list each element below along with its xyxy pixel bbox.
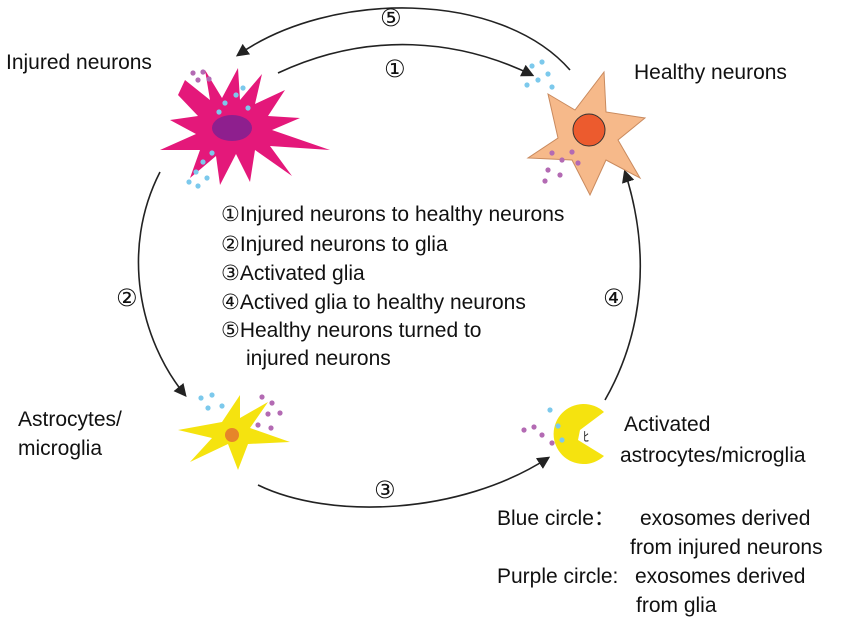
purple-exosome-dot xyxy=(259,394,265,400)
purple-circle-label: Purple circle: xyxy=(497,565,619,588)
purple-exosome-dot xyxy=(542,178,548,184)
purple-exosome-dot xyxy=(190,70,196,76)
activated-glia-inclusion-icon: ﾋ xyxy=(583,430,590,445)
purple-exosome-dot xyxy=(559,157,565,163)
activated-glia-cell: ﾋ xyxy=(553,404,604,464)
purple-exosome-dot xyxy=(531,424,537,430)
blue-exosome-dot xyxy=(209,392,215,398)
activated-glia-label-line1: Activated xyxy=(624,413,711,436)
blue-exosome-dot xyxy=(547,407,553,413)
glia-cell xyxy=(178,395,290,470)
blue-exosome-dot xyxy=(240,85,246,91)
purple-exosome-dot xyxy=(575,160,581,166)
purple-exosome-dot xyxy=(268,425,274,431)
purple-exosome-dot xyxy=(255,422,261,428)
purple-exosome-dot xyxy=(200,69,206,75)
blue-exosome-dot xyxy=(209,150,215,156)
purple-exosome-dot xyxy=(195,77,201,83)
injured-neuron-cell xyxy=(160,68,330,185)
blue-exosome-dot xyxy=(216,109,222,115)
purple-exosome-dot xyxy=(549,440,555,446)
activated-glia-label-line2: astrocytes/microglia xyxy=(620,444,806,467)
legend-step-1: ①Injured neurons to healthy neurons xyxy=(221,203,565,226)
healthy-neuron-cell xyxy=(526,70,647,197)
step-3-marker: ③ xyxy=(374,476,396,504)
blue-exosome-dot xyxy=(549,84,555,90)
activated-glia-body xyxy=(553,404,604,464)
blue-exosome-dot xyxy=(524,82,530,88)
blue-exosome-dot xyxy=(529,63,535,69)
blue-exosome-dot xyxy=(559,437,565,443)
blue-exosome-dot xyxy=(198,395,204,401)
glia-nucleus xyxy=(225,428,239,442)
arrow-step-1 xyxy=(277,43,535,77)
blue-exosome-dot xyxy=(193,169,199,175)
purple-exosome-dot xyxy=(557,172,563,178)
blue-exosome-dot xyxy=(205,405,211,411)
exosome-dots xyxy=(186,59,581,446)
blue-exosome-dot xyxy=(195,183,201,189)
arrow-step-2 xyxy=(137,171,187,397)
blue-exosome-dot xyxy=(545,71,551,77)
blue-exosome-dot xyxy=(222,100,228,106)
purple-exosome-dot xyxy=(269,400,275,406)
blue-exosome-dot xyxy=(200,159,206,165)
arrow-step-4 xyxy=(604,169,642,401)
purple-exosome-dot xyxy=(265,411,271,417)
blue-exosome-dot xyxy=(555,423,561,429)
blue-exosome-dot xyxy=(245,105,251,111)
purple-exosome-dot xyxy=(206,76,212,82)
purple-exosome-dot xyxy=(549,150,555,156)
step-4-marker: ④ xyxy=(603,284,625,312)
legend-step-4: ④Actived glia to healthy neurons xyxy=(221,291,526,314)
purple-exosome-dot xyxy=(569,149,575,155)
blue-exosome-dot xyxy=(535,77,541,83)
injured-neurons-label: Injured neurons xyxy=(6,51,152,74)
step-1-marker: ① xyxy=(384,55,406,83)
blue-circle-desc-line1: exosomes derived xyxy=(640,507,811,530)
purple-exosome-dot xyxy=(545,167,551,173)
blue-exosome-dot xyxy=(186,179,192,185)
purple-exosome-dot xyxy=(521,427,527,433)
purple-exosome-dot xyxy=(277,410,283,416)
purple-circle-desc-line1: exosomes derived xyxy=(635,565,806,588)
healthy-neurons-label: Healthy neurons xyxy=(634,61,787,84)
healthy-neuron-nucleus xyxy=(572,113,606,147)
astrocytes-label-line2: microglia xyxy=(18,437,103,460)
blue-exosome-dot xyxy=(204,175,210,181)
blue-exosome-dot xyxy=(219,403,225,409)
arrow-step-3 xyxy=(257,456,551,508)
purple-circle-desc-line2: from glia xyxy=(636,594,717,617)
legend-step-5: ⑤Healthy neurons turned to xyxy=(221,319,482,342)
legend-step-3: ③Activated glia xyxy=(221,262,365,285)
blue-exosome-dot xyxy=(539,59,545,65)
purple-exosome-dot xyxy=(539,432,545,438)
blue-circle-desc-line2: from injured neurons xyxy=(630,536,823,559)
step-5-marker: ⑤ xyxy=(380,4,402,32)
blue-circle-label: Blue circle： xyxy=(497,507,615,530)
injured-neuron-nucleus xyxy=(212,115,252,141)
legend-step-2: ②Injured neurons to glia xyxy=(221,233,448,256)
astrocytes-label-line1: Astrocytes/ xyxy=(18,408,122,431)
arrow-step-5 xyxy=(235,7,571,71)
legend-step-5-cont: injured neurons xyxy=(246,347,391,370)
step-2-marker: ② xyxy=(116,284,138,312)
blue-exosome-dot xyxy=(233,92,239,98)
